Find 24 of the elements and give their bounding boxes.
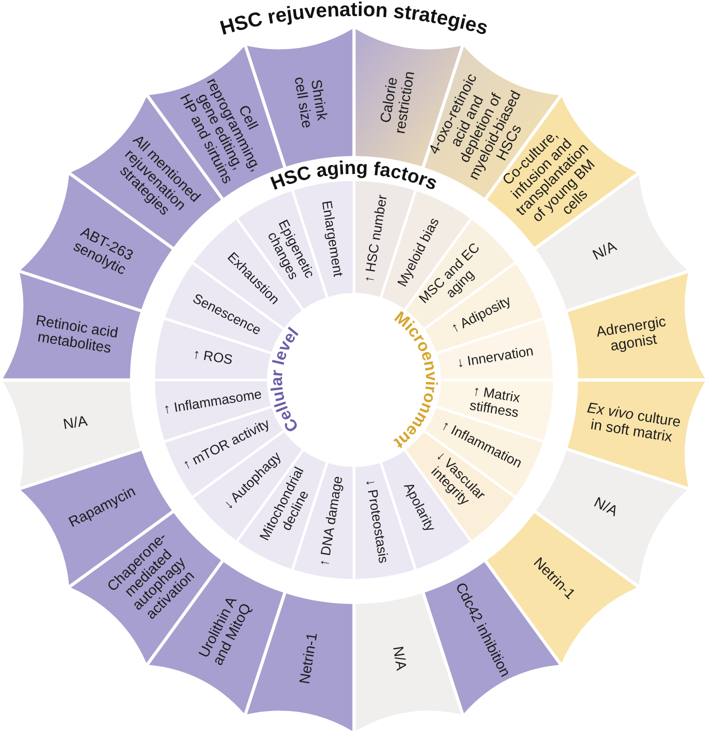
strategy-text: N/A	[388, 645, 408, 672]
strategy-text: N/A	[62, 414, 89, 434]
strategy-text: Calorie restriction	[377, 69, 419, 137]
strategy-text: N/A	[590, 496, 620, 520]
aging-factor-text: ↑ ROS	[192, 347, 234, 368]
aging-factor-text: ↑ HSC number	[362, 194, 391, 284]
strategy-text: Retinoic acid metabolites	[34, 312, 120, 358]
ring-title: HSC rejuvenation strategies	[218, 0, 490, 40]
aging-factor-text: Enlargement	[318, 200, 345, 278]
aging-factor-text: ↑ DNA damage	[317, 475, 346, 568]
strategy-segment	[567, 380, 705, 487]
strategy-text: Ex vivo culture in soft matrix	[585, 400, 683, 448]
strategy-segment	[567, 273, 705, 380]
ring-title: HSC aging factors	[268, 158, 440, 195]
strategy-text: N/A	[590, 240, 620, 264]
strategy-segment	[3, 380, 141, 487]
strategy-text: Netrin-1	[298, 632, 322, 686]
aging-factor-text: ↑ Matrix stiffness	[468, 382, 522, 422]
strategy-text: Adrenergic agonist	[594, 312, 668, 356]
aging-factor-text: ↑ Inflammasome	[162, 387, 263, 418]
strategy-text: Shrink cell size	[290, 74, 330, 132]
strategy-segment	[3, 273, 141, 381]
aging-factor-text: ↓ Innervation	[456, 344, 535, 371]
aging-factor-text: ↓ Proteostasis	[362, 478, 390, 564]
